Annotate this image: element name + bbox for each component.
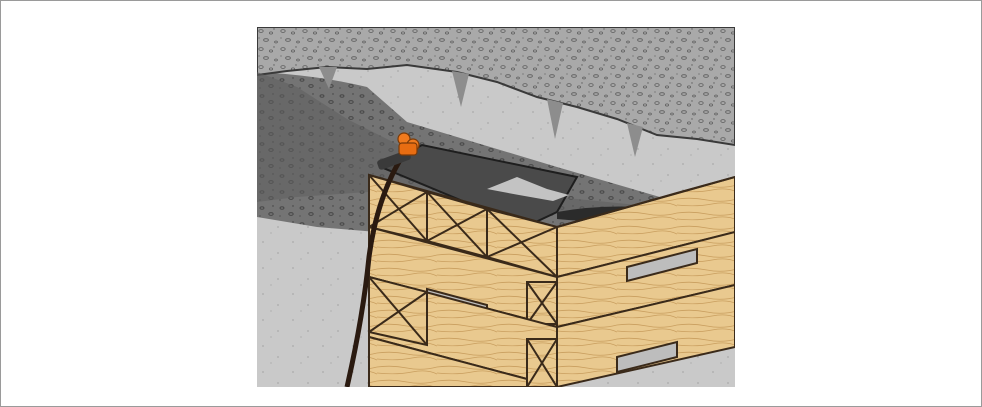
illustration-svg [257, 27, 735, 387]
rock-drip [547, 99, 563, 139]
lifting-bag-highlight [487, 177, 569, 201]
rock-ceiling [257, 27, 735, 147]
rock-drip [627, 123, 643, 157]
hose-fitting-icon [377, 132, 420, 170]
air-hose [344, 153, 406, 387]
wooden-crib-stack [368, 173, 735, 387]
crib-lifting-bag-illustration [257, 27, 735, 387]
rock-drip [319, 67, 337, 89]
rock-drip [452, 71, 469, 107]
